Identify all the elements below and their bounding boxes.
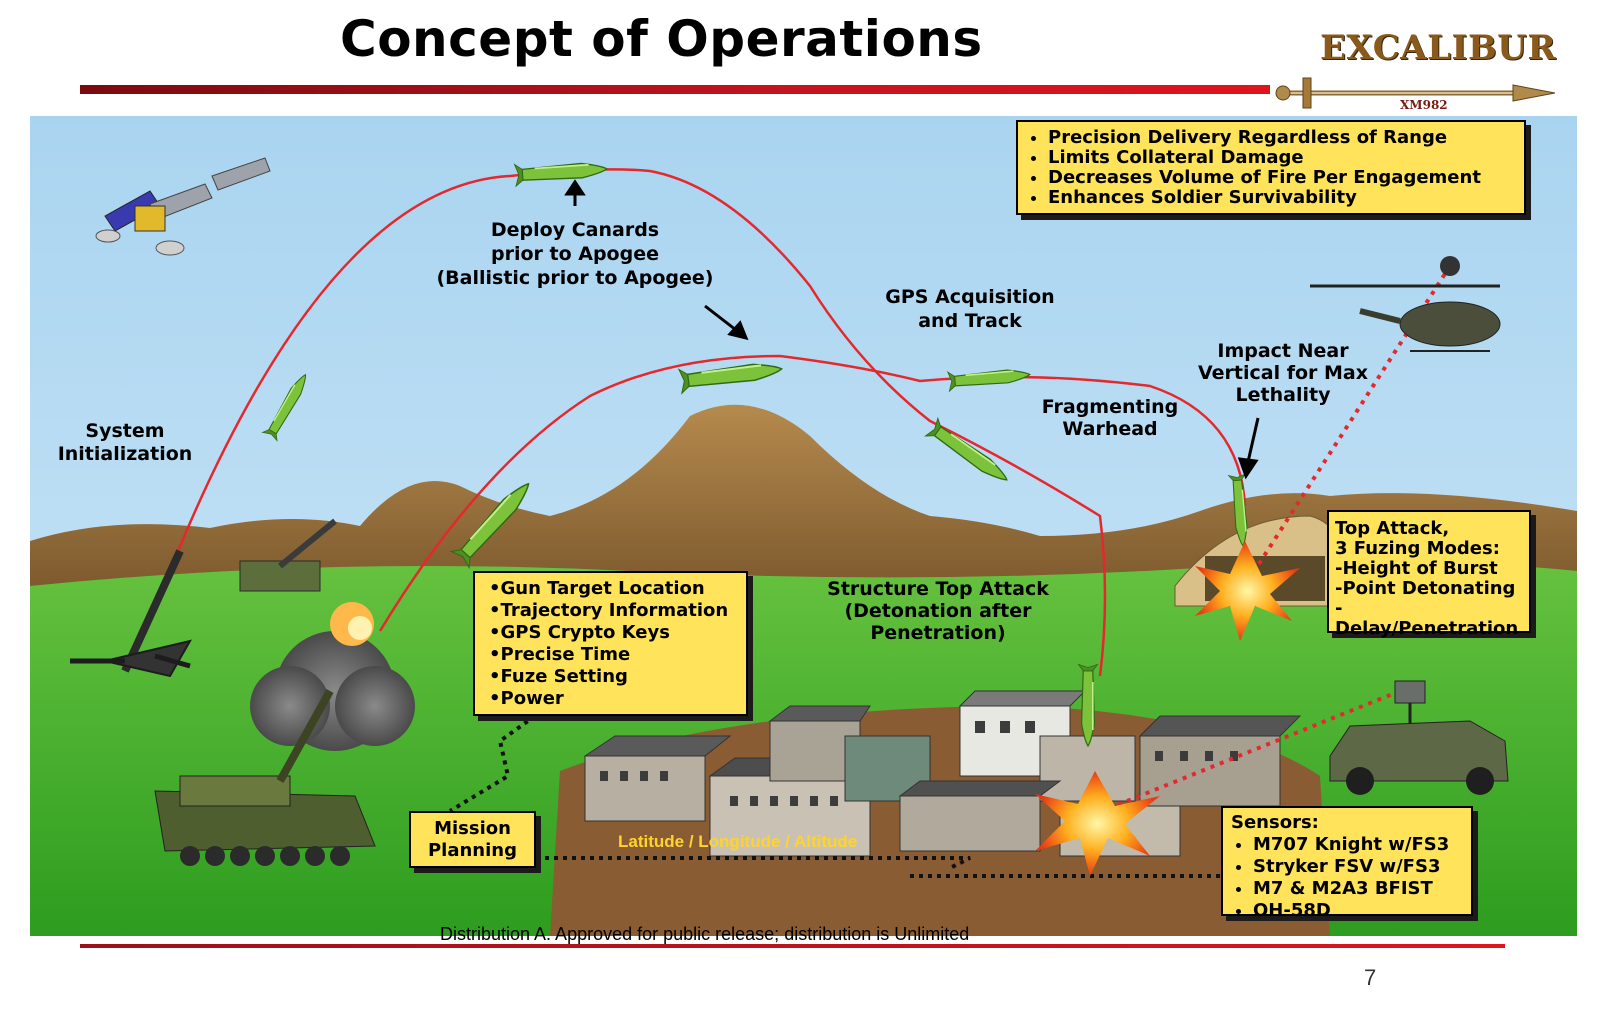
benefit-item: Limits Collateral Damage	[1048, 148, 1516, 168]
sensor-item: M7 & M2A3 BFIST	[1253, 878, 1463, 900]
logo-wordmark: EXCALIBUR	[1320, 28, 1557, 68]
mission-data-item: GPS Crypto Keys	[489, 622, 738, 644]
structure-top-attack-label: Structure Top Attack (Detonation after P…	[827, 578, 1049, 644]
benefit-item: Decreases Volume of Fire Per Engagement	[1048, 168, 1516, 188]
benefit-item: Enhances Soldier Survivability	[1048, 188, 1516, 208]
sensor-item: M707 Knight w/FS3	[1253, 834, 1463, 856]
sensor-item: Stryker FSV w/FS3	[1253, 856, 1463, 878]
logo-subtitle: XM982	[1400, 98, 1448, 112]
impact-label: Impact Near Vertical for Max Lethality	[1197, 340, 1369, 406]
excalibur-logo	[1275, 77, 1555, 109]
sensors-title: Sensors:	[1231, 812, 1319, 833]
sensor-item: OH-58D	[1253, 900, 1463, 922]
mission-data-item: Trajectory Information	[489, 600, 738, 622]
page-title: Concept of Operations	[340, 10, 983, 68]
mission-data-box: Gun Target Location Trajectory Informati…	[473, 571, 748, 716]
fragmenting-warhead-label: Fragmenting Warhead	[1041, 396, 1179, 440]
title-divider	[80, 85, 1270, 94]
top-attack-box: Top Attack, 3 Fuzing Modes: -Height of B…	[1327, 510, 1531, 639]
mission-data-item: Fuze Setting	[489, 666, 738, 688]
benefits-box: Precision Delivery Regardless of Range L…	[1016, 120, 1526, 215]
benefit-item: Precision Delivery Regardless of Range	[1048, 128, 1516, 148]
mission-data-item: Power	[489, 688, 738, 710]
mission-planning-box: Mission Planning	[409, 811, 536, 868]
system-initialization-label: System Initialization	[57, 420, 193, 465]
sensors-box: Sensors: M707 Knight w/FS3 Stryker FSV w…	[1221, 806, 1473, 921]
distribution-statement: Distribution A. Approved for public rele…	[440, 924, 970, 944]
deploy-canards-label: Deploy Canards prior to Apogee (Ballisti…	[436, 219, 714, 289]
mission-data-item: Precise Time	[489, 644, 738, 666]
page-number: 7	[1364, 965, 1377, 990]
footer-divider	[80, 944, 1505, 948]
mission-data-item: Gun Target Location	[489, 578, 738, 600]
lat-long-alt-label: Latitude / Longitude / Altitude	[618, 832, 858, 851]
gps-acquisition-label: GPS Acquisition and Track	[885, 286, 1055, 332]
